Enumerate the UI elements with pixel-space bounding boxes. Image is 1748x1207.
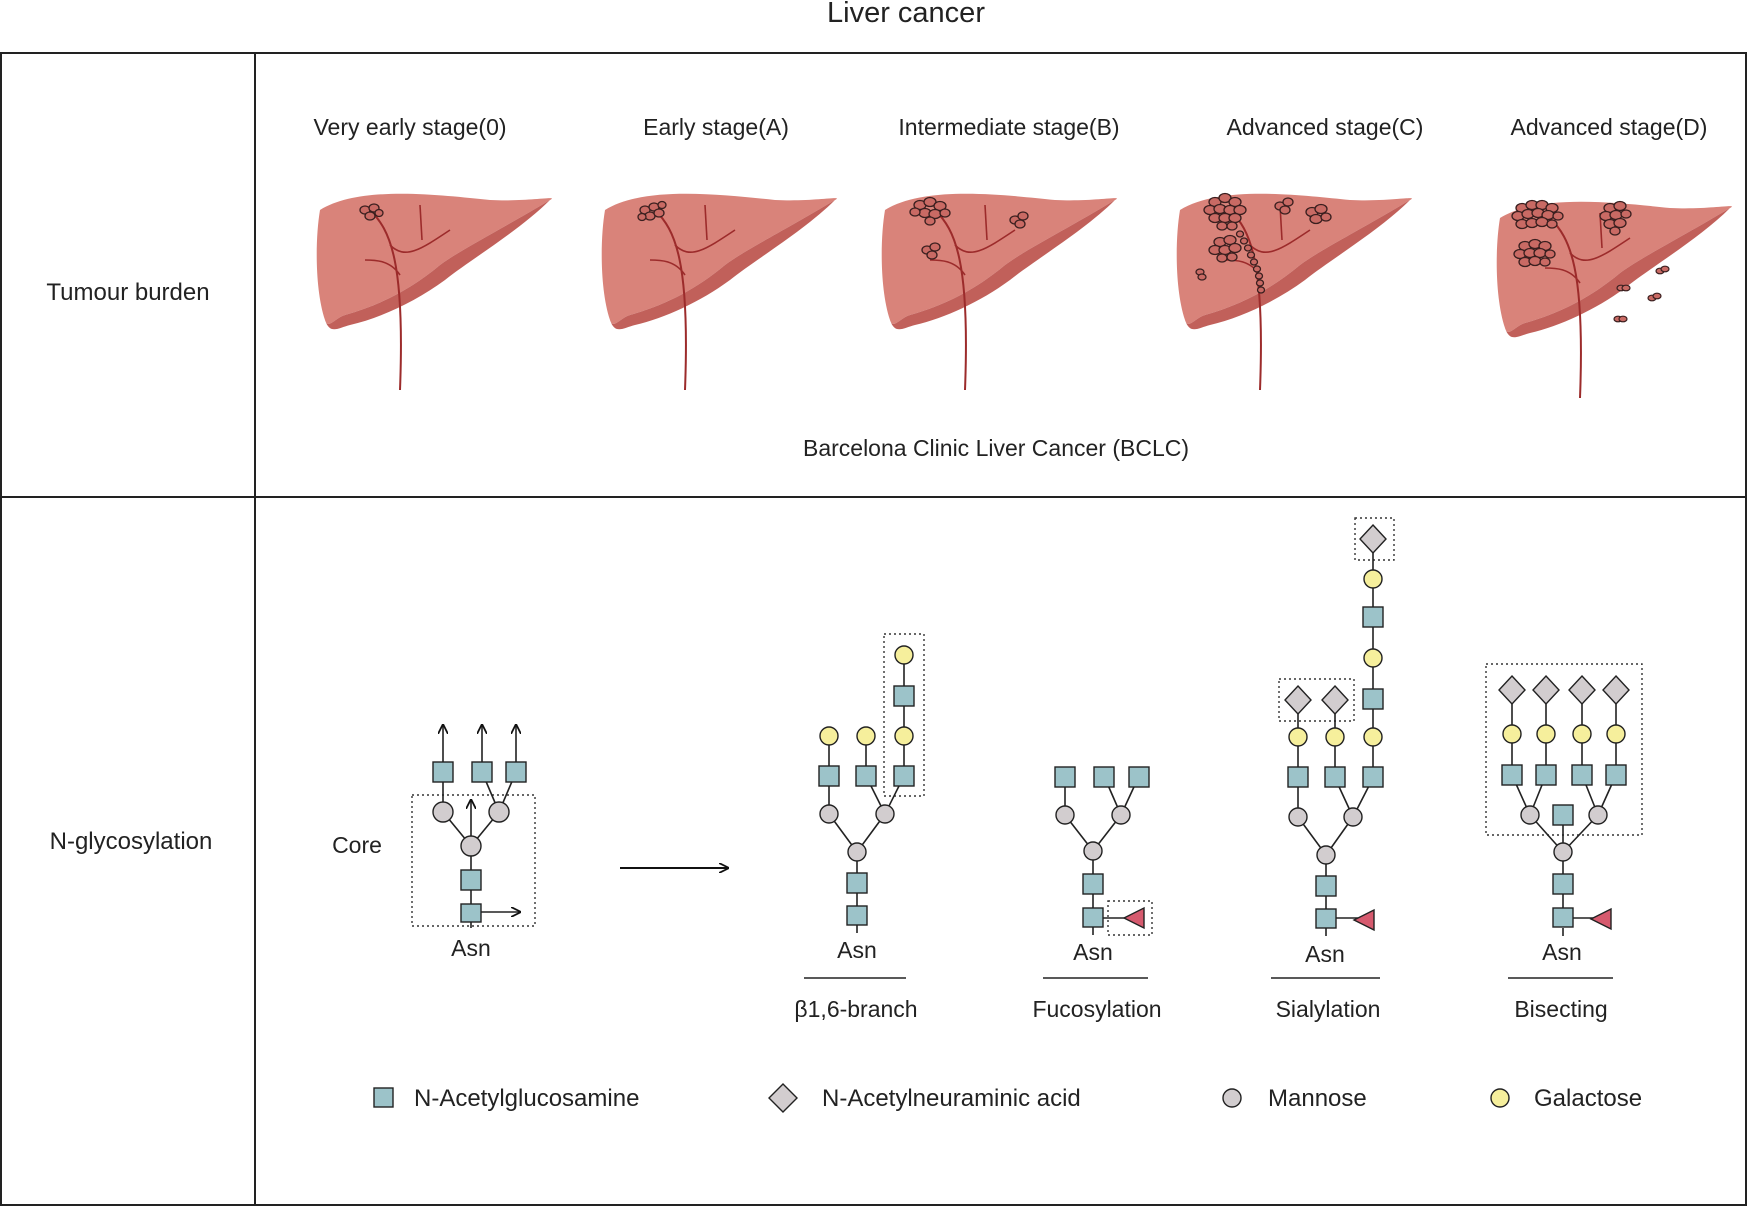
legend-label-neu5ac: N-Acetylneuraminic acid bbox=[822, 1085, 1081, 1112]
figure-title: Liver cancer bbox=[827, 0, 985, 29]
glycan-bisecting bbox=[1485, 663, 1643, 936]
sialylation-asn-label: Asn bbox=[1305, 941, 1345, 967]
glycan-fucosylation bbox=[1054, 766, 1153, 936]
core-glycan bbox=[411, 725, 536, 928]
beta16-asn-label: Asn bbox=[837, 937, 877, 963]
liver-stage-a bbox=[600, 192, 838, 391]
caption-beta16-branch: β1,6-branch bbox=[794, 996, 917, 1022]
legend-label-galactose: Galactose bbox=[1534, 1085, 1642, 1112]
legend-mannose-circle-icon bbox=[1222, 1088, 1242, 1108]
liver-stage-0 bbox=[315, 192, 553, 391]
legend-neu5ac-diamond-icon bbox=[768, 1083, 798, 1113]
liver-stage-d bbox=[1495, 199, 1733, 399]
caption-fucosylation: Fucosylation bbox=[1032, 996, 1161, 1022]
core-asn-label: Asn bbox=[451, 935, 491, 961]
glycan-beta16-branch bbox=[818, 633, 925, 933]
core-label: Core bbox=[332, 832, 382, 858]
caption-bisecting: Bisecting bbox=[1514, 996, 1607, 1022]
legend-galactose-circle-icon bbox=[1490, 1088, 1510, 1108]
stage-label-c: Advanced stage(C) bbox=[1227, 114, 1424, 140]
liver-stage-c bbox=[1175, 192, 1413, 391]
glycan-sialylation bbox=[1278, 517, 1395, 936]
table-frame bbox=[0, 52, 1747, 1206]
legend-label-glcnac: N-Acetylglucosamine bbox=[414, 1085, 639, 1112]
legend-glcnac-square-icon bbox=[373, 1087, 394, 1108]
bclc-caption: Barcelona Clinic Liver Cancer (BCLC) bbox=[803, 435, 1189, 461]
row-label-glyco: N-glycosylation bbox=[50, 828, 213, 855]
caption-sialylation: Sialylation bbox=[1276, 996, 1381, 1022]
stage-label-0: Very early stage(0) bbox=[313, 114, 506, 140]
liver-stage-b bbox=[880, 192, 1118, 391]
stage-label-b: Intermediate stage(B) bbox=[898, 114, 1119, 140]
row-label-tumour: Tumour burden bbox=[46, 279, 209, 306]
fucosylation-asn-label: Asn bbox=[1073, 939, 1113, 965]
stage-label-a: Early stage(A) bbox=[643, 114, 789, 140]
legend-label-mannose: Mannose bbox=[1268, 1085, 1367, 1112]
stage-label-d: Advanced stage(D) bbox=[1511, 114, 1708, 140]
legend: N-Acetylglucosamine N-Acetylneuraminic a… bbox=[373, 1083, 1642, 1113]
bisecting-asn-label: Asn bbox=[1542, 939, 1582, 965]
